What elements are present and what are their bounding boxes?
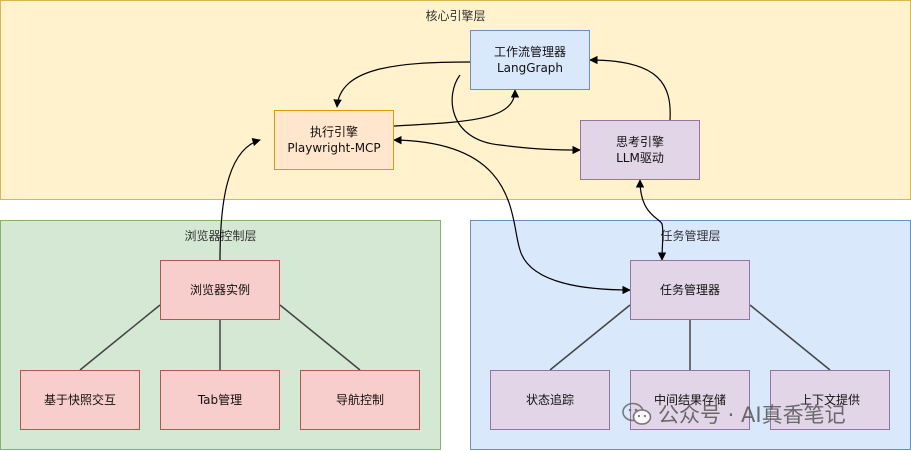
thinking-engine-title: 思考引擎 <box>615 135 664 149</box>
state-tracking-node[interactable]: 状态追踪 <box>490 370 610 430</box>
context-provider-node[interactable]: 上下文提供 <box>770 370 890 430</box>
core-engine-layer-title: 核心引擎层 <box>425 9 486 23</box>
intermediate-storage-label: 中间结果存储 <box>653 393 726 407</box>
tab-management-node[interactable]: Tab管理 <box>160 370 280 430</box>
execution-engine-node[interactable]: 执行引擎 Playwright-MCP <box>274 110 394 170</box>
browser-instance-label: 浏览器实例 <box>189 283 250 297</box>
edge-think-to-workflow <box>589 55 671 121</box>
context-provider-label: 上下文提供 <box>799 393 860 407</box>
watermark: 公众号 · AI真香笔记 <box>622 398 846 430</box>
state-tracking-label: 状态追踪 <box>525 393 574 407</box>
tab-management-label: Tab管理 <box>197 393 243 407</box>
task-management-layer-title: 任务管理层 <box>660 229 721 243</box>
workflow-manager-node[interactable]: 工作流管理器 LangGraph <box>470 30 590 90</box>
edge-exec-to-workflow <box>393 89 520 127</box>
intermediate-storage-node[interactable]: 中间结果存储 <box>630 370 750 430</box>
tree-line-nav <box>279 304 361 371</box>
snapshot-interaction-label: 基于快照交互 <box>43 393 116 407</box>
task-manager-node[interactable]: 任务管理器 <box>630 260 750 320</box>
execution-engine-title: 执行引擎 <box>309 125 358 139</box>
workflow-manager-title: 工作流管理器 <box>493 45 566 59</box>
navigation-control-node[interactable]: 导航控制 <box>300 370 420 430</box>
browser-instance-node[interactable]: 浏览器实例 <box>160 260 280 320</box>
edge-workflow-to-exec <box>333 61 471 108</box>
thinking-engine-node[interactable]: 思考引擎 LLM驱动 <box>580 120 700 180</box>
thinking-engine-subtitle: LLM驱动 <box>616 151 664 165</box>
tree-line-snapshot <box>79 304 161 371</box>
edge-browser-to-exec <box>219 138 261 261</box>
navigation-control-label: 导航控制 <box>335 393 384 407</box>
tree-line-state <box>549 304 631 371</box>
snapshot-interaction-node[interactable]: 基于快照交互 <box>20 370 140 430</box>
watermark-text: 公众号 · AI真香笔记 <box>658 403 846 427</box>
edge-think-taskmanager <box>635 179 667 261</box>
execution-engine-subtitle: Playwright-MCP <box>287 141 381 155</box>
workflow-manager-subtitle: LangGraph <box>496 61 564 75</box>
tree-line-context <box>749 304 831 371</box>
edge-exec-taskmanager <box>393 135 631 295</box>
wechat-icon <box>622 402 652 425</box>
task-manager-label: 任务管理器 <box>659 283 720 297</box>
